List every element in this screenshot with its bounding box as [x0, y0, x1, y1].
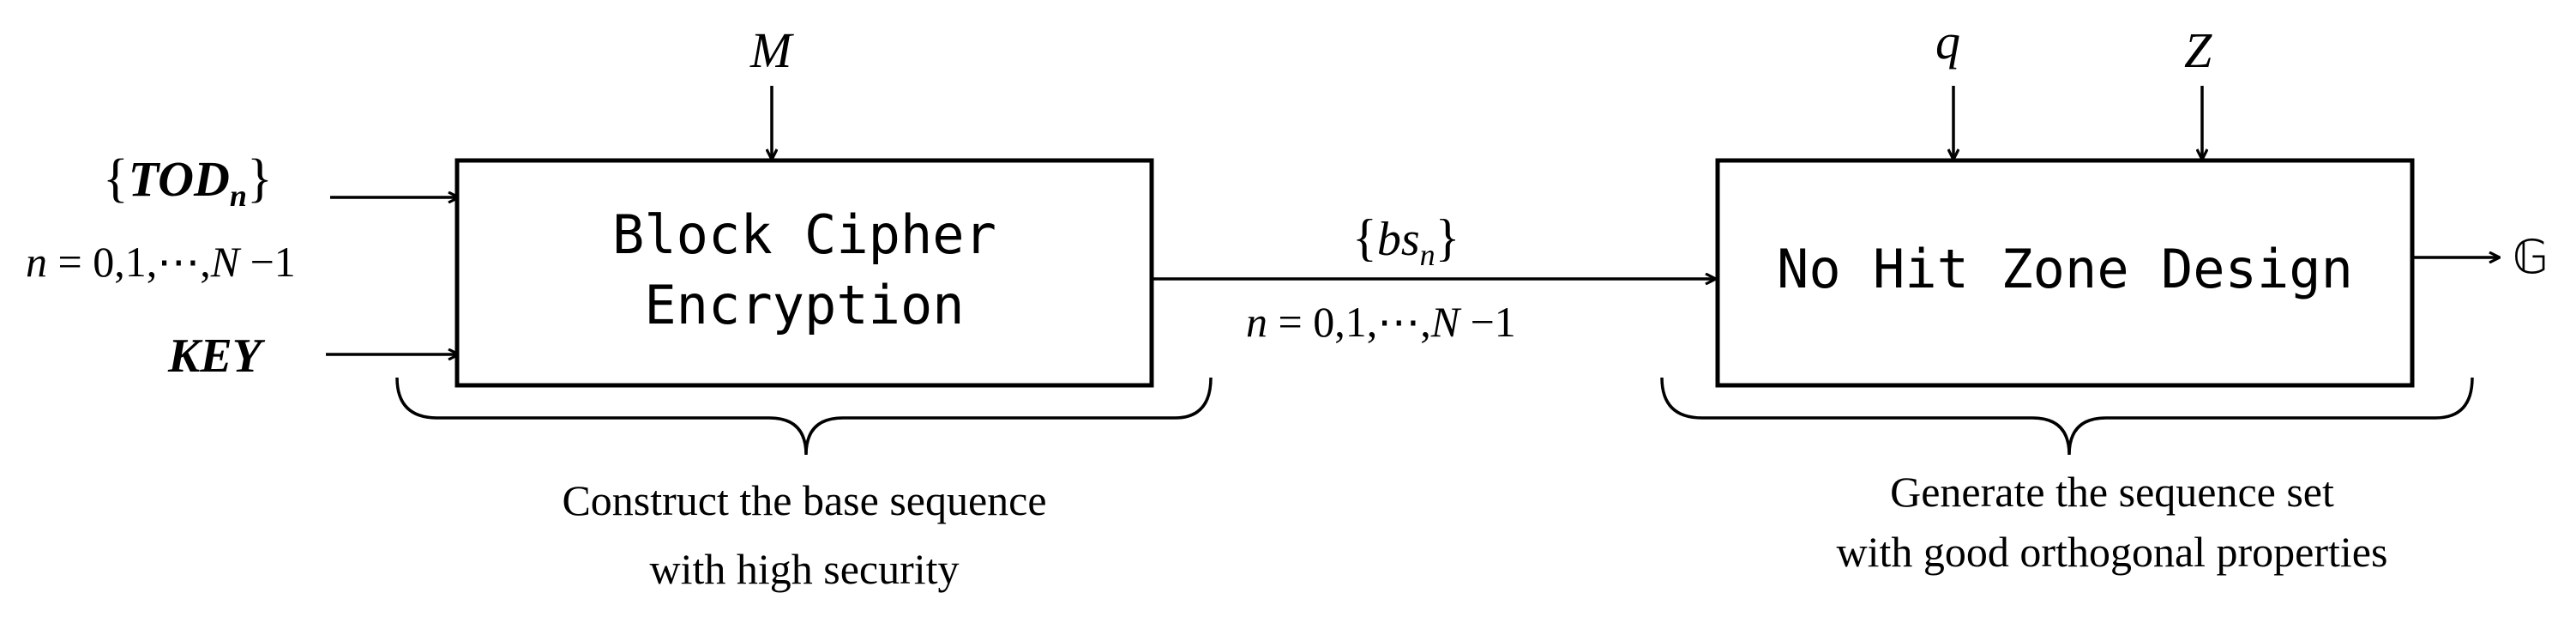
right-caption-line1: Generate the sequence set [1890, 468, 2334, 516]
block-cipher-line2: Encryption [644, 274, 964, 336]
tod-input-label: {TODn} [103, 149, 273, 213]
m-input-label: M [749, 22, 794, 78]
left-caption-line1: Construct the base sequence [562, 476, 1046, 524]
tod-subscript: n [230, 178, 247, 213]
tod-open-brace: { [103, 149, 129, 208]
right-brace [1660, 377, 2474, 456]
block-cipher-line1: Block Cipher [612, 203, 996, 266]
left-caption-line2: with high security [649, 545, 959, 593]
z-input-label: Z [2184, 22, 2212, 78]
right-caption-line2: with good orthogonal properties [1837, 528, 2388, 576]
left-brace [395, 377, 1213, 456]
block-cipher-box [454, 158, 1154, 388]
base-sequence-label: {bsn} [1352, 209, 1460, 272]
tod-index-range: n = 0,1,⋯,N −1 [26, 238, 296, 286]
output-set-symbol: 𝔾 [2513, 230, 2549, 284]
base-sequence-range: n = 0,1,⋯,N −1 [1246, 298, 1516, 346]
key-input-label: KEY [167, 330, 266, 383]
tod-close-brace: } [247, 149, 273, 208]
nhz-design-title: No Hit Zone Design [1777, 238, 2353, 300]
nhz-design-box [1715, 158, 2415, 388]
q-input-label: q [1935, 14, 1960, 70]
